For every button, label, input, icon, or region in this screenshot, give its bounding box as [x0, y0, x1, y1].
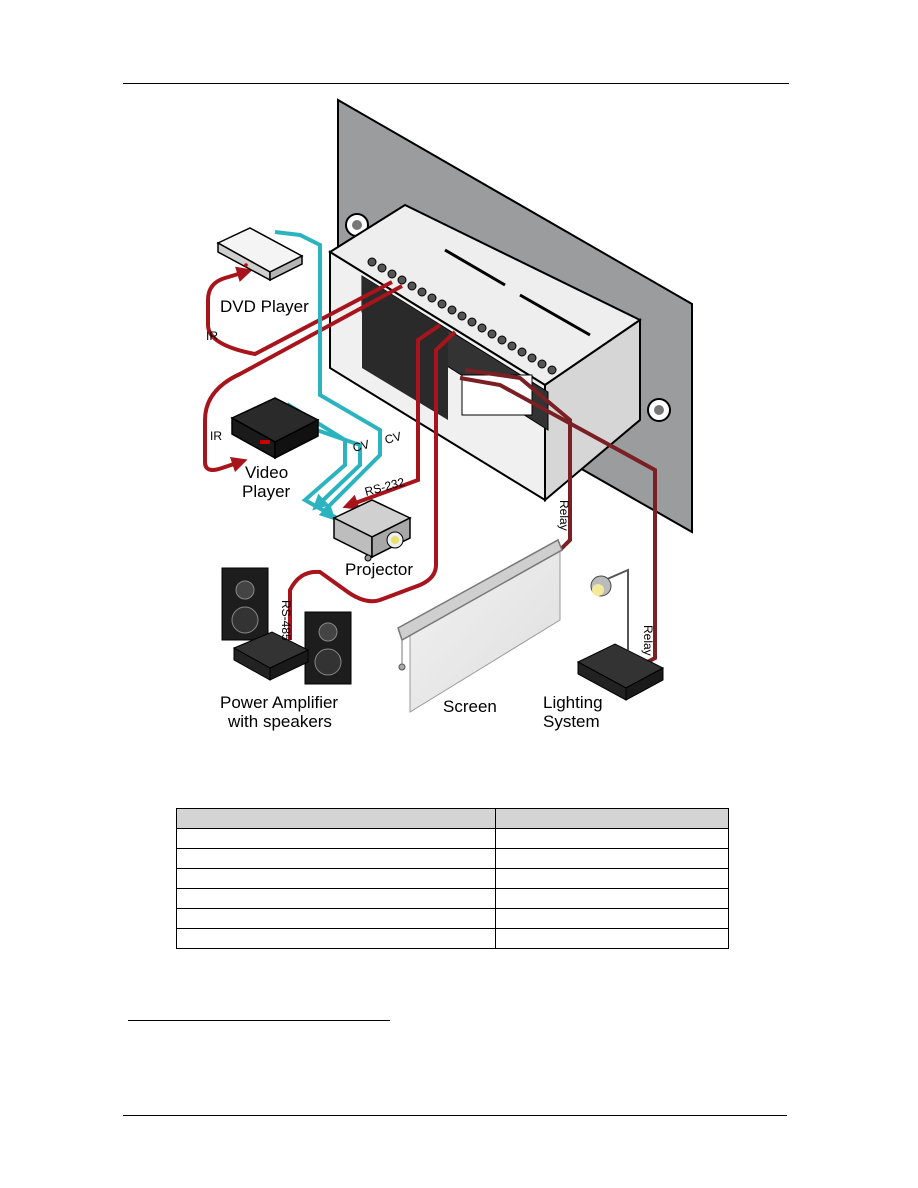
projection-screen [397, 538, 563, 713]
relay-label-1: Relay [557, 500, 571, 531]
table-cell [176, 868, 496, 889]
cv-cables [274, 230, 382, 522]
header-rule [123, 83, 789, 84]
cv-label-2: CV [383, 429, 403, 447]
terminal-block [367, 257, 557, 375]
table-cell [495, 908, 729, 929]
dvd-player-label: DVD Player [220, 297, 309, 316]
ir-cables [203, 266, 403, 473]
table-header-row [176, 808, 729, 829]
table-cell [495, 928, 729, 949]
lighting-system-device [576, 568, 665, 701]
amplifier-label-line2: with speakers [227, 712, 332, 731]
video-player-label-line2: Player [242, 482, 291, 501]
projector-device [332, 499, 412, 562]
table-row [176, 888, 729, 909]
table-row [176, 868, 729, 889]
lighting-label-line2: System [543, 712, 600, 731]
footnote-rule [128, 1020, 390, 1021]
ir-label-1: IR [206, 329, 218, 343]
table-cell [176, 808, 496, 829]
table-row [176, 908, 729, 929]
table-row [176, 848, 729, 869]
rs485-label: RS-485 [279, 600, 293, 641]
screen-label: Screen [443, 697, 497, 716]
amplifier-label-line1: Power Amplifier [220, 693, 338, 712]
rs232-label: RS-232 [363, 475, 406, 499]
video-player-device [230, 397, 320, 460]
projector-label: Projector [345, 560, 413, 579]
serial-cables [288, 323, 457, 640]
table-cell [176, 848, 496, 869]
table-cell [495, 808, 729, 829]
table-cell [176, 908, 496, 929]
relay-cables [459, 368, 657, 668]
relay-label-2: Relay [641, 625, 655, 656]
video-player-label-line1: Video [245, 463, 288, 482]
table-cell [495, 868, 729, 889]
dvd-player-device [216, 227, 304, 282]
table-cell [176, 888, 496, 909]
table-cell [495, 848, 729, 869]
table-cell [495, 888, 729, 909]
footer-rule [123, 1115, 787, 1116]
table-row [176, 928, 729, 949]
table-cell [176, 828, 496, 849]
cv-label-1: CV [351, 437, 371, 455]
table-row [176, 828, 729, 849]
lighting-label-line1: Lighting [543, 693, 603, 712]
amplifier-speakers-device [221, 567, 352, 685]
table-cell [176, 928, 496, 949]
connection-table [176, 808, 729, 949]
connection-diagram: DVD Player IR IR Video Player CV CV RS-2… [203, 98, 693, 731]
table-cell [495, 828, 729, 849]
ir-label-2: IR [210, 429, 222, 443]
